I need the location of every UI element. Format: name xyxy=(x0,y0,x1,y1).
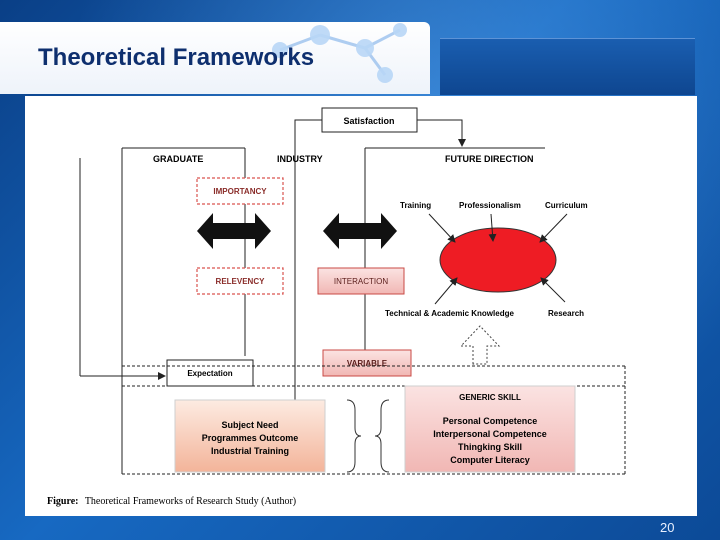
importancy-label: IMPORTANCY xyxy=(213,187,267,196)
variable-box xyxy=(322,349,412,377)
generic-skill-up-arrow xyxy=(459,325,501,365)
molecule-icon xyxy=(272,23,407,83)
interaction-label: INTERACTION xyxy=(334,277,388,286)
diagram-panel: Satisfaction GRADUATE INDUSTRY FUTURE DI… xyxy=(25,96,697,516)
figure-caption: Figure: Theoretical Frameworks of Resear… xyxy=(47,496,296,507)
graduate-header: GRADUATE xyxy=(153,154,203,164)
future-direction-ellipse xyxy=(439,227,557,293)
generic-brace xyxy=(374,399,390,473)
importancy-box xyxy=(196,177,284,205)
generic-skill-title: GENERIC SKILL xyxy=(459,393,521,402)
industry-header: INDUSTRY xyxy=(277,154,323,164)
framework-diagram: Satisfaction GRADUATE INDUSTRY FUTURE DI… xyxy=(47,107,626,507)
slide-number: 20 xyxy=(660,520,675,535)
relevency-box xyxy=(196,267,284,295)
subject-brace xyxy=(346,399,362,473)
industrial-training-label: Industrial Training xyxy=(211,446,289,456)
training-arrow xyxy=(428,213,456,243)
industry-double-arrow xyxy=(323,213,397,249)
page-title: Theoretical Frameworks xyxy=(38,44,315,71)
satisfaction-right-arrow xyxy=(417,119,466,147)
satisfaction-label: Satisfaction xyxy=(343,116,394,126)
computer-literacy-label: Computer Literacy xyxy=(450,455,530,465)
training-label: Training xyxy=(400,201,431,210)
future-direction-header: FUTURE DIRECTION xyxy=(445,154,534,164)
research-arrow xyxy=(540,277,566,303)
graduate-double-arrow xyxy=(197,213,271,249)
generic-skill-box xyxy=(404,385,576,473)
thinking-skill-label: Thingking Skill xyxy=(458,442,522,452)
interpersonal-competence-label: Interpersonal Competence xyxy=(433,429,547,439)
programmes-outcome-label: Programmes Outcome xyxy=(202,433,299,443)
expectation-box xyxy=(166,359,254,387)
curriculum-arrow xyxy=(539,213,568,243)
professionalism-label: Professionalism xyxy=(459,201,521,210)
interaction-box xyxy=(317,267,405,295)
subject-need-label: Subject Need xyxy=(221,420,278,430)
curriculum-label: Curriculum xyxy=(545,201,588,210)
figure-caption-text: Theoretical Frameworks of Research Study… xyxy=(85,496,296,507)
relevency-label: RELEVENCY xyxy=(216,277,266,286)
expectation-label: Expectation xyxy=(187,369,232,378)
subject-need-box xyxy=(174,399,326,473)
professionalism-arrow xyxy=(488,213,497,242)
figure-caption-label: Figure: xyxy=(47,496,78,507)
title-band-accent xyxy=(440,38,695,95)
variable-label: VARIABLE xyxy=(347,359,388,368)
personal-competence-label: Personal Competence xyxy=(443,416,538,426)
technical-arrow xyxy=(434,277,458,305)
title-band xyxy=(0,22,430,94)
research-label: Research xyxy=(548,309,584,318)
technical-knowledge-label: Technical & Academic Knowledge xyxy=(385,309,514,318)
satisfaction-left-line xyxy=(294,119,322,456)
